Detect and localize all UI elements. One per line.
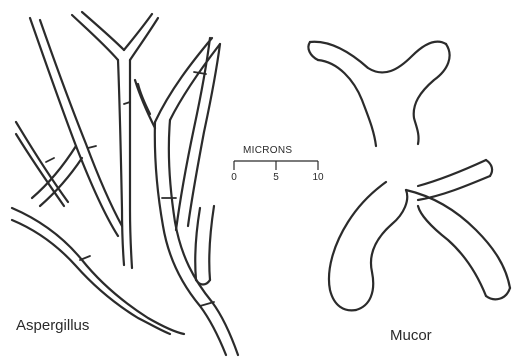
aspergillus-trunk-left-wall	[155, 122, 226, 355]
mucor-upper-arm-tip	[486, 160, 492, 176]
mucor-label: Mucor	[390, 327, 432, 344]
mucor-upper-outline-top	[310, 42, 446, 73]
aspergillus-right-wall-a	[176, 38, 210, 230]
mucor-hyphae	[308, 42, 510, 311]
mucor-lower-outline-left	[329, 182, 386, 310]
aspergillus-hyphae	[12, 12, 238, 355]
aspergillus-short-right-wall-a	[195, 208, 200, 280]
aspergillus-septum	[46, 158, 54, 162]
mucor-lower-tip-right	[486, 288, 510, 299]
mucor-upper-outline-bottom	[318, 60, 376, 146]
aspergillus-y-right-wall	[130, 60, 132, 268]
scale-bar-tick-label: 0	[231, 172, 237, 183]
aspergillus-stub-wall-b	[138, 84, 150, 114]
scale-bar-title: MICRONS	[243, 145, 292, 156]
mucor-upper-outline-left-end	[308, 42, 318, 60]
mucor-lower-outline-right	[406, 190, 510, 288]
scale-bar-tick-label: 10	[312, 172, 323, 183]
aspergillus-trunk-right-wall	[169, 120, 238, 355]
mucor-lower-outline-inner	[356, 190, 407, 310]
scale-bar	[234, 161, 318, 170]
aspergillus-short-right-wall-b	[209, 206, 214, 280]
aspergillus-septum	[200, 302, 214, 306]
aspergillus-y-left-wall	[118, 60, 124, 265]
scale-bar-tick-label: 5	[273, 172, 279, 183]
mucor-upper-outline-right	[414, 44, 450, 144]
aspergillus-outer-left-wall-b	[16, 134, 64, 206]
aspergillus-lower-wall-a	[12, 208, 184, 334]
aspergillus-short-right-tip	[196, 280, 210, 285]
aspergillus-label: Aspergillus	[16, 317, 89, 334]
mucor-lower-outline-right-inner	[418, 206, 486, 296]
aspergillus-septum	[88, 146, 96, 148]
